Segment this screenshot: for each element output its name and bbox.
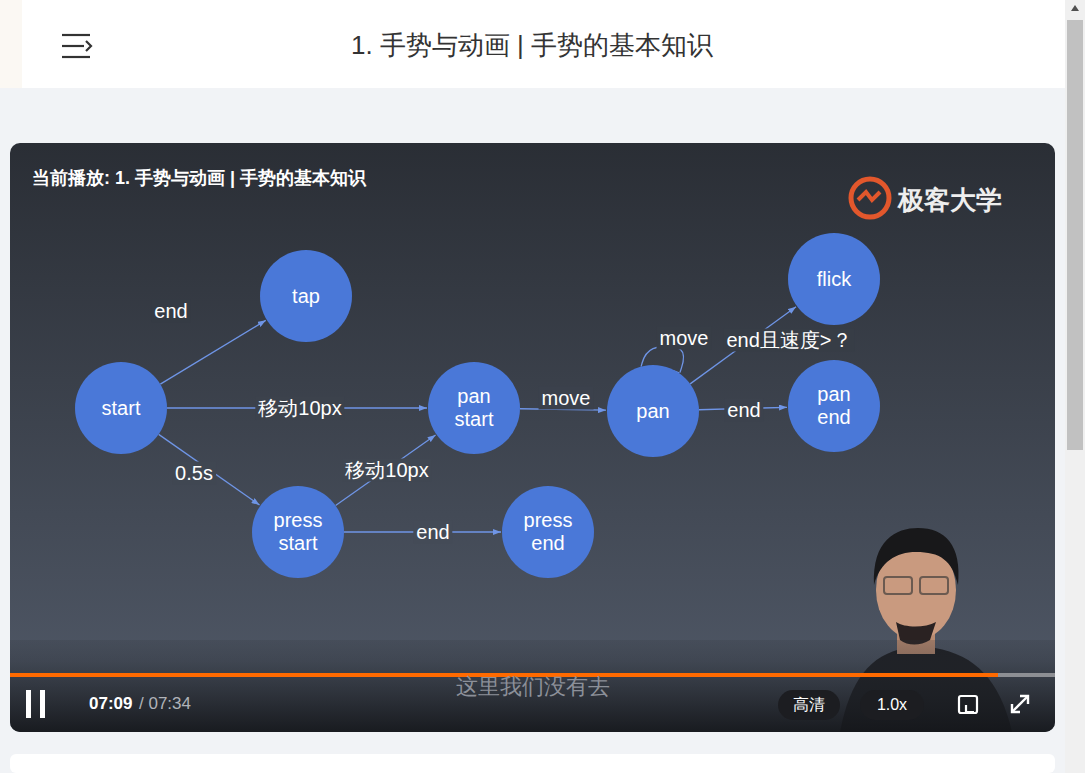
circle-fill — [75, 362, 167, 454]
transition-label: move — [657, 327, 712, 350]
logo-text: 极客大学 — [898, 183, 1002, 218]
now-playing: 当前播放: 1. 手势与动画 | 手势的基本知识 — [32, 166, 366, 190]
circle-fill — [788, 360, 880, 452]
pause-icon — [40, 690, 45, 718]
state-name: flick — [802, 268, 866, 291]
quality-button: 高清 — [793, 695, 825, 716]
pause-icon — [26, 690, 31, 718]
circle-fill — [502, 486, 594, 578]
quality-pill — [778, 690, 840, 720]
state-name: press start — [266, 509, 330, 555]
video-frame — [10, 143, 1055, 732]
scrollbar-track — [1065, 0, 1085, 773]
transition-label: end — [151, 300, 190, 323]
state-name: press end — [516, 509, 580, 555]
circle-fill — [260, 250, 352, 342]
state-circle: start — [75, 362, 167, 454]
circle-fill — [788, 233, 880, 325]
transition-arrow — [160, 320, 265, 384]
menu-icon — [62, 35, 91, 57]
state-circle: flick — [788, 233, 880, 325]
header-bar — [0, 0, 1065, 88]
page-title: 1. 手势与动画 | 手势的基本知识 — [351, 28, 713, 63]
state-name: start — [89, 397, 153, 420]
controls-shade — [10, 640, 1055, 732]
circle-fill — [252, 486, 344, 578]
transition-label: 0.5s — [172, 462, 216, 485]
speed-pill — [860, 690, 924, 720]
scrollbar-thumb — [1067, 20, 1083, 450]
logo-icon — [851, 179, 889, 217]
transition-arrow — [336, 435, 436, 505]
state-circle: pan start — [428, 362, 520, 454]
circle-fill — [607, 365, 699, 457]
state-circle: press end — [502, 486, 594, 578]
state-circle: tap — [260, 250, 352, 342]
current-time: 07:09 — [89, 694, 132, 714]
pip-icon — [959, 696, 977, 713]
scroll-arrow — [1071, 5, 1079, 11]
speed-button: 1.0x — [877, 696, 907, 714]
transition-label: end且速度>？ — [723, 329, 854, 352]
transition-label: move — [539, 387, 594, 410]
state-circle: pan — [607, 365, 699, 457]
header-edge — [0, 0, 22, 88]
logo-icon-mark — [858, 192, 880, 200]
transition-label: end — [724, 399, 763, 422]
fullscreen-icon — [1012, 696, 1028, 712]
transition-label: 移动10px — [255, 397, 344, 420]
transition-arrow — [159, 434, 260, 505]
state-name: tap — [274, 285, 338, 308]
transition-label: end — [413, 521, 452, 544]
state-circle: pan end — [788, 360, 880, 452]
state-name: pan start — [442, 385, 506, 431]
state-name: pan — [621, 400, 685, 423]
state-name: pan end — [802, 383, 866, 429]
subtitle: 这里我们没有去 — [456, 672, 610, 702]
lower-panel — [10, 754, 1055, 773]
state-circle: press start — [252, 486, 344, 578]
transition-label: 移动10px — [342, 459, 431, 482]
total-time: / 07:34 — [139, 694, 191, 714]
circle-fill — [428, 362, 520, 454]
video-ground — [10, 143, 1055, 732]
